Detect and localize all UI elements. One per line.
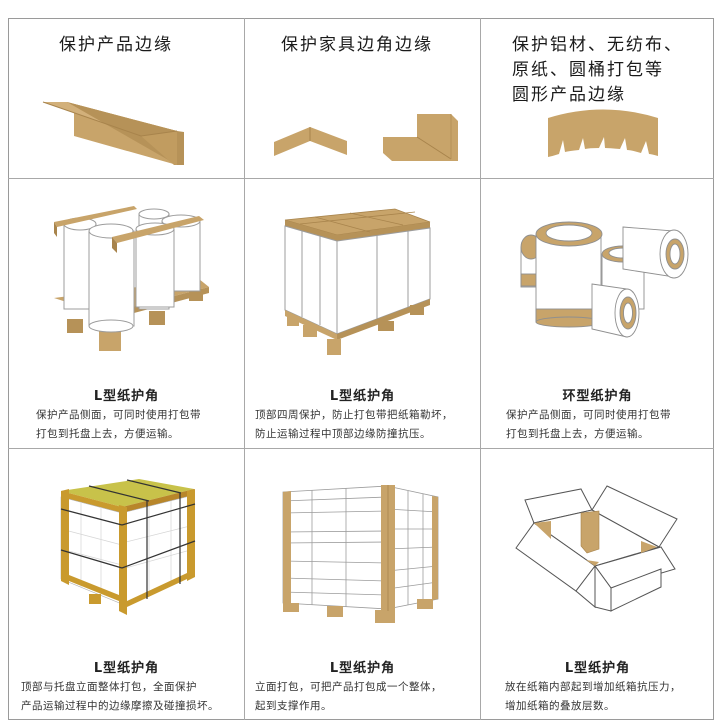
top-cell-furniture-corners: 保护家具边角边缘	[245, 19, 480, 178]
grid-divider-v1	[244, 18, 245, 720]
product-name: L型纸护角	[93, 661, 160, 676]
vertical-edges-pallet-icon	[282, 485, 439, 623]
corner-protectors-icon	[274, 114, 458, 161]
top-title: 保护家具边角边缘	[281, 35, 433, 55]
rolls-on-pallet-icon	[54, 206, 209, 351]
product-desc-line-2: 产品运输过程中的边缘摩擦及碰撞损坏。	[21, 700, 219, 712]
open-carton-icon	[515, 485, 678, 612]
product-name: L型纸护角	[329, 389, 396, 404]
product-desc-line-1: 放在纸箱内部起到增加纸箱抗压力，	[505, 681, 681, 693]
product-desc-line-1: 顶部与托盘立面整体打包，全面保护	[21, 681, 197, 693]
product-desc-line-1: 保护产品侧面，可同时使用打包带	[36, 409, 201, 421]
curved-protector-icon	[548, 109, 658, 157]
top-cell-product-edges: 保护产品边缘	[9, 19, 244, 178]
product-desc-line-2: 打包到托盘上去，方便运输。	[36, 428, 179, 440]
bottom-cell-vertical-edges: L型纸护角 立面打包，可把产品打包成一个整体， 起到支撑作用。	[245, 449, 480, 720]
mid-cell-ring-rolls: 环型纸护角 保护产品侧面，可同时使用打包带 打包到托盘上去，方便运输。	[481, 179, 714, 448]
product-desc-line-1: 顶部四周保护，防止打包带把纸箱勒坏，	[255, 409, 453, 421]
product-desc-line-2: 打包到托盘上去，方便运输。	[506, 428, 649, 440]
box-top-edges-icon	[284, 208, 431, 355]
top-title-line-1: 保护铝材、无纺布、	[512, 35, 683, 55]
product-grid	[8, 18, 714, 720]
product-name: 环型纸护角	[562, 389, 633, 404]
product-desc-line-1: 立面打包，可把产品打包成一个整体，	[255, 681, 442, 693]
mid-cell-box-top-edges: L型纸护角 顶部四周保护，防止打包带把纸箱勒坏， 防止运输过程中顶部边缘防撞抗压…	[245, 179, 480, 448]
product-desc-line-1: 保护产品侧面，可同时使用打包带	[506, 409, 671, 421]
grid-divider-v2	[480, 18, 481, 720]
product-name: L型纸护角	[93, 389, 160, 404]
product-name: L型纸护角	[564, 661, 631, 676]
top-title: 保护产品边缘	[59, 35, 173, 55]
top-title-line-3: 圆形产品边缘	[512, 85, 626, 105]
product-desc-line-2: 防止运输过程中顶部边缘防撞抗压。	[255, 428, 431, 440]
top-title-line-2: 原纸、圆桶打包等	[512, 60, 664, 80]
grid-divider-h2	[8, 448, 714, 449]
ring-rolls-icon	[520, 221, 689, 338]
top-cell-round-products: 保护铝材、无纺布、 原纸、圆桶打包等 圆形产品边缘	[481, 19, 714, 178]
product-name: L型纸护角	[329, 661, 396, 676]
bottom-cell-full-wrap: L型纸护角 顶部与托盘立面整体打包，全面保护 产品运输过程中的边缘摩擦及碰撞损坏…	[9, 449, 244, 720]
l-angle-protector-icon	[42, 101, 184, 165]
full-wrapped-pallet-icon	[60, 479, 196, 615]
product-desc-line-2: 起到支撑作用。	[255, 700, 332, 712]
mid-cell-rolls-pallet: L型纸护角 保护产品侧面，可同时使用打包带 打包到托盘上去，方便运输。	[9, 179, 244, 448]
product-desc-line-2: 增加纸箱的叠放层数。	[505, 700, 615, 712]
grid-divider-h1	[8, 178, 714, 179]
bottom-cell-open-carton: L型纸护角 放在纸箱内部起到增加纸箱抗压力， 增加纸箱的叠放层数。	[481, 449, 714, 720]
